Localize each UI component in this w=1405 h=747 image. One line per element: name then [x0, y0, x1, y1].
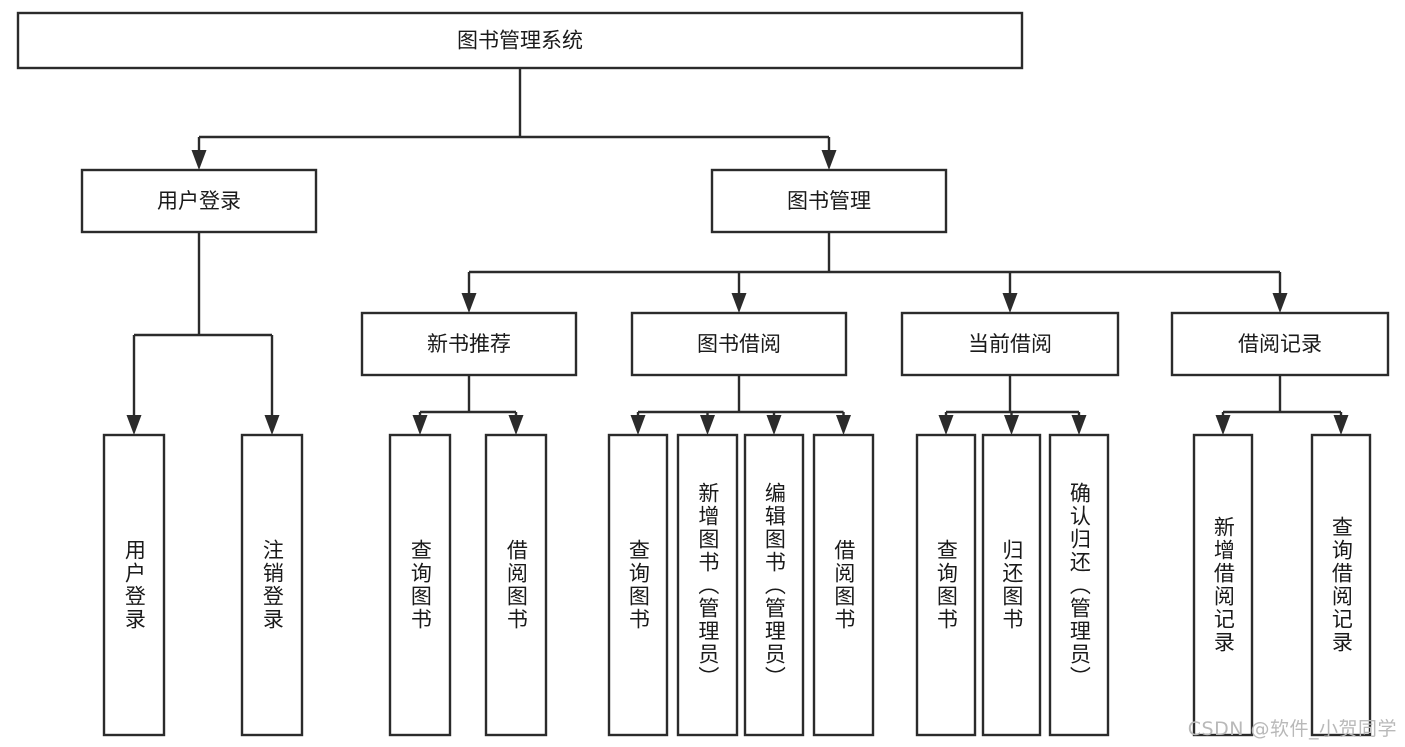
- node-label-book-management: 图书管理: [787, 189, 871, 213]
- node-box-root[interactable]: [16, 11, 1024, 70]
- node-box-leaf-confirm-return-admin[interactable]: [1048, 433, 1110, 737]
- node-label-new-book-recommend: 新书推荐: [427, 332, 511, 356]
- connectors-layer: [126, 68, 1349, 435]
- arrow-head-icon-leaf-add-borrow-record: [1215, 415, 1231, 435]
- arrow-head-icon-leaf-confirm-return-admin: [1071, 415, 1087, 435]
- node-box-leaf-logout-login[interactable]: [240, 433, 304, 737]
- arrow-head-icon-current-borrow: [1002, 293, 1018, 313]
- node-box-leaf-borrow-book-bor[interactable]: [812, 433, 875, 737]
- node-box-leaf-query-book-bor[interactable]: [607, 433, 669, 737]
- arrow-head-icon-leaf-logout-login: [264, 415, 280, 435]
- csdn-watermark: CSDN @软件_小贺同学: [1187, 718, 1397, 740]
- node-label-borrow-record: 借阅记录: [1238, 332, 1322, 356]
- node-box-leaf-query-book-rec[interactable]: [388, 433, 452, 737]
- arrow-head-icon-leaf-query-book-bor: [630, 415, 646, 435]
- node-box-borrow-record[interactable]: [1170, 311, 1390, 377]
- arrow-head-icon-leaf-query-borrow-record: [1333, 415, 1349, 435]
- node-box-leaf-query-book-cur[interactable]: [915, 433, 977, 737]
- node-box-leaf-add-borrow-record[interactable]: [1192, 433, 1254, 737]
- node-label-user-login: 用户登录: [157, 189, 241, 213]
- arrow-head-icon-leaf-return-book: [1004, 415, 1019, 435]
- arrow-head-icon-borrow-record: [1272, 293, 1288, 313]
- arrow-head-icon-leaf-borrow-book-rec: [508, 415, 524, 435]
- node-box-leaf-user-login[interactable]: [102, 433, 166, 737]
- node-box-leaf-query-borrow-record[interactable]: [1310, 433, 1372, 737]
- arrow-head-icon-leaf-add-book-admin: [700, 415, 715, 435]
- arrow-head-icon-leaf-borrow-book-bor: [836, 415, 851, 435]
- arrow-head-icon-user-login: [191, 150, 207, 170]
- node-box-user-login[interactable]: [80, 168, 318, 234]
- node-box-current-borrow[interactable]: [900, 311, 1120, 377]
- arrow-head-icon-leaf-user-login: [126, 415, 142, 435]
- arrow-head-icon-leaf-edit-book-admin: [766, 415, 782, 435]
- arrow-head-icon-book-borrow: [731, 293, 747, 313]
- boxes-layer: [16, 11, 1390, 737]
- node-box-book-borrow[interactable]: [630, 311, 848, 377]
- node-label-root: 图书管理系统: [457, 29, 583, 53]
- node-label-book-borrow: 图书借阅: [697, 332, 781, 356]
- node-box-book-management[interactable]: [710, 168, 948, 234]
- node-box-new-book-recommend[interactable]: [360, 311, 578, 377]
- node-box-leaf-return-book[interactable]: [981, 433, 1042, 737]
- node-label-current-borrow: 当前借阅: [968, 332, 1052, 356]
- node-box-leaf-borrow-book-rec[interactable]: [484, 433, 548, 737]
- arrow-head-icon-new-book-recommend: [461, 293, 477, 313]
- arrow-head-icon-book-management: [821, 150, 837, 170]
- node-box-leaf-edit-book-admin[interactable]: [743, 433, 805, 737]
- node-box-leaf-add-book-admin[interactable]: [676, 433, 739, 737]
- arrow-head-icon-leaf-query-book-rec: [412, 415, 428, 435]
- arrow-head-icon-leaf-query-book-cur: [938, 415, 954, 435]
